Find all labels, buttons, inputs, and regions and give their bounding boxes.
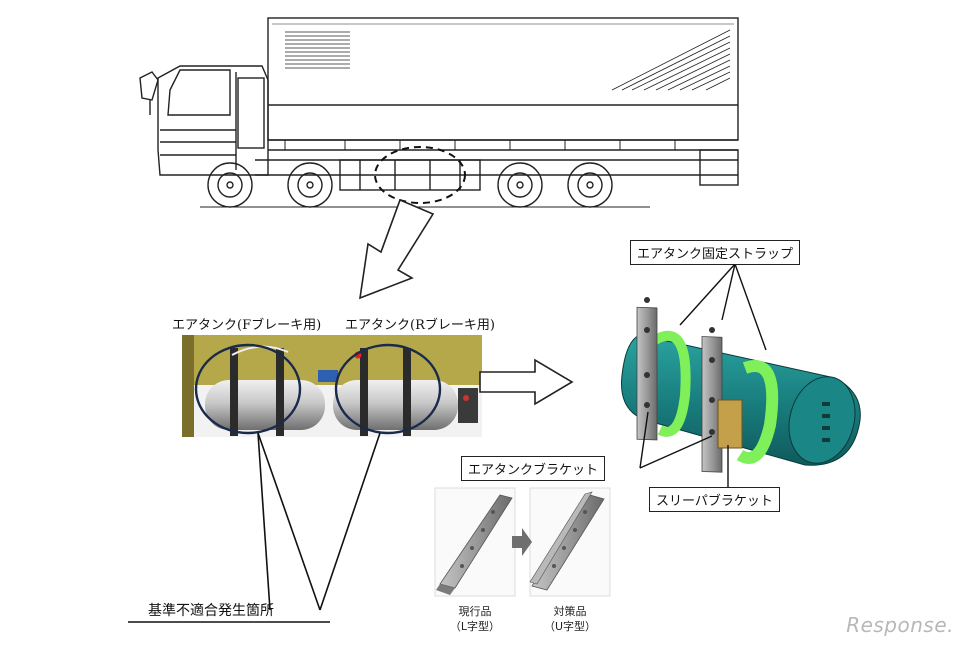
- current-part-type: （L字型）: [449, 620, 501, 633]
- caption-current-part: 現行品 （L字型）: [440, 604, 510, 634]
- zoom-arrow-right: [479, 358, 574, 406]
- tank-photo: [182, 335, 482, 437]
- callout-lines: [639, 263, 767, 488]
- label-tank-r: エアタンク(Rブレーキ用): [345, 318, 495, 333]
- new-part-name: 対策品: [553, 605, 587, 618]
- label-sleeve: スリーパブラケット: [649, 487, 780, 512]
- part-comparison: [434, 487, 611, 597]
- caption-new-part: 対策品 （U字型）: [535, 604, 605, 634]
- tank-3d-model: [620, 297, 861, 473]
- label-defect-location: 基準不適合発生箇所: [148, 603, 274, 619]
- new-part-type: （U字型）: [543, 620, 597, 633]
- label-strap: エアタンク固定ストラップ: [630, 240, 801, 265]
- defect-pointer-lines: [128, 432, 381, 623]
- zoom-arrow-down: [359, 198, 435, 300]
- label-tank-f: エアタンク(Fブレーキ用): [172, 318, 322, 333]
- current-part-name: 現行品: [458, 605, 492, 618]
- watermark-logo: Response.: [846, 613, 954, 637]
- label-bracket: エアタンクブラケット: [461, 456, 606, 481]
- highlight-ellipse: [374, 146, 466, 204]
- truck-drawing: [139, 17, 739, 208]
